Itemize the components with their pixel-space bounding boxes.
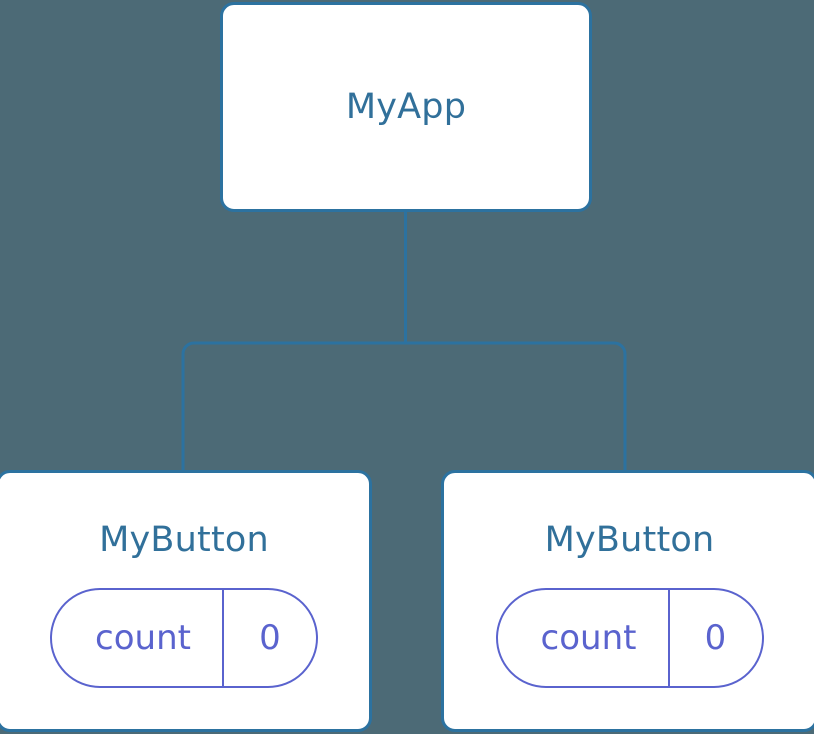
edge-root-to-child-left — [181, 341, 406, 472]
state-pill[interactable]: count 0 — [495, 588, 764, 688]
node-title: MyApp — [345, 86, 467, 127]
state-value: 0 — [259, 618, 281, 658]
node-mybutton-right[interactable]: MyButton count 0 — [441, 470, 814, 732]
node-mybutton-left[interactable]: MyButton count 0 — [0, 470, 372, 732]
pill-divider — [667, 590, 670, 686]
state-key: count — [95, 618, 191, 658]
node-title: MyButton — [99, 520, 269, 560]
edge-root-to-child-right — [405, 341, 627, 472]
node-title: MyButton — [544, 520, 715, 560]
state-value: 0 — [704, 618, 727, 658]
state-key: count — [540, 618, 637, 658]
pill-divider — [222, 590, 224, 686]
state-pill[interactable]: count 0 — [50, 588, 318, 688]
node-myapp[interactable]: MyApp — [220, 2, 592, 212]
